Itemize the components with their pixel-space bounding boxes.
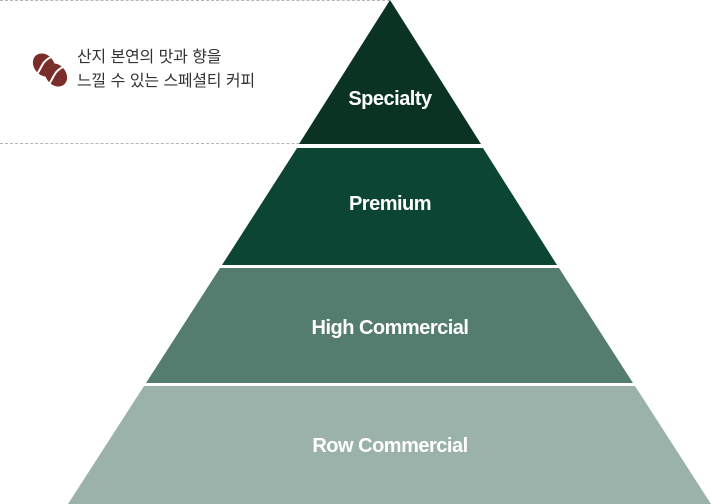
tier-label-row-commercial: Row Commercial xyxy=(312,435,467,457)
specialty-callout-box: 산지 본연의 맛과 향을 느낄 수 있는 스페셜티 커피 xyxy=(0,0,390,144)
tier-label-premium: Premium xyxy=(349,193,431,215)
callout-description: 산지 본연의 맛과 향을 느낄 수 있는 스페셜티 커피 xyxy=(77,45,317,93)
tier-specialty xyxy=(299,0,481,144)
tier-high-commercial xyxy=(146,268,633,383)
tier-label-specialty: Specialty xyxy=(348,88,433,110)
tier-row-commercial xyxy=(68,386,711,504)
callout-line-1: 산지 본연의 맛과 향을 xyxy=(77,47,222,66)
tier-premium xyxy=(222,148,557,265)
callout-line-2: 느낄 수 있는 스페셜티 커피 xyxy=(77,71,255,90)
coffee-bean-icon xyxy=(32,53,68,87)
tier-label-high-commercial: High Commercial xyxy=(312,317,469,339)
